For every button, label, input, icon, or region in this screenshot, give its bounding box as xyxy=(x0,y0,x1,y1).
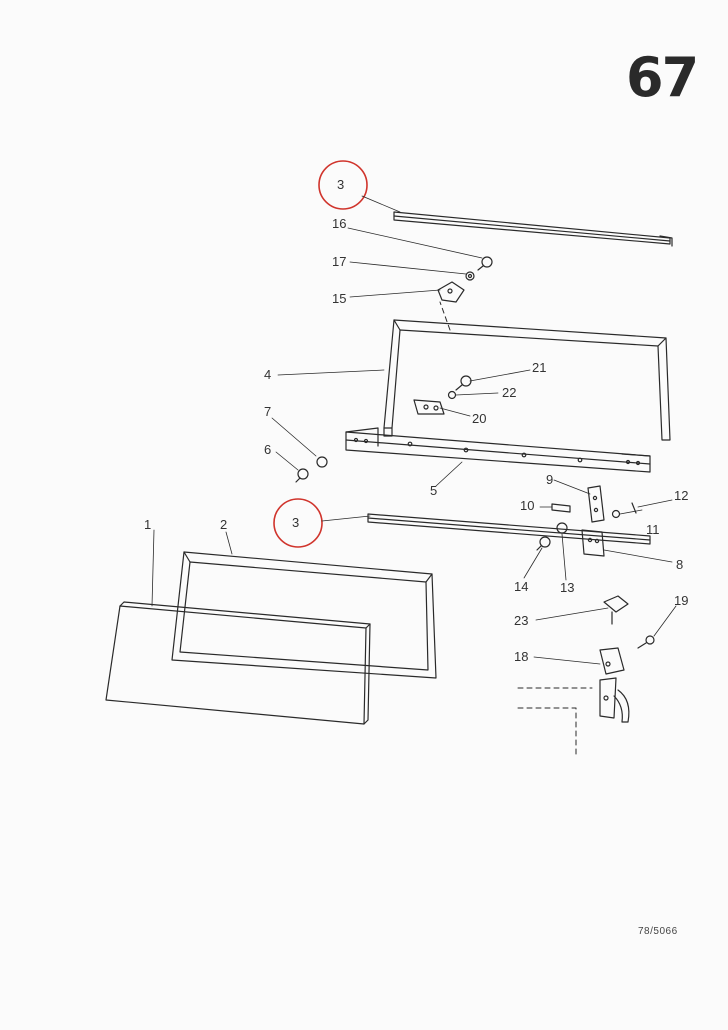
part-22-washer xyxy=(447,390,457,400)
part-16-screw xyxy=(477,256,493,271)
page-number: 67 xyxy=(626,46,699,109)
callout-15: 15 xyxy=(332,291,347,306)
callout-8: 8 xyxy=(676,557,684,572)
callout-2: 2 xyxy=(220,517,228,532)
part-17-washer xyxy=(465,271,475,281)
part-13-nut xyxy=(556,522,568,534)
callout-3-mid: 3 xyxy=(292,515,300,530)
part-10-pin xyxy=(551,503,571,513)
callout-12: 12 xyxy=(674,488,689,503)
part-20-bracket xyxy=(413,399,445,415)
callout-17: 17 xyxy=(332,254,347,269)
highlight-circle-top xyxy=(318,160,368,210)
part-3-top-rail xyxy=(393,211,673,247)
part-8-hinge-plate xyxy=(581,529,605,557)
highlight-circle-mid xyxy=(273,498,323,548)
phantom-lines xyxy=(439,301,593,757)
part-3-middle-rail xyxy=(367,513,651,545)
part-5-rail xyxy=(345,427,651,473)
part-2-frame xyxy=(171,551,437,679)
callout-16: 16 xyxy=(332,216,347,231)
part-4-frame xyxy=(383,319,671,441)
callout-11: 11 xyxy=(646,522,660,537)
drawing-reference: 78/5066 xyxy=(638,926,678,937)
callout-22: 22 xyxy=(502,385,517,400)
part-11-washer xyxy=(611,509,621,519)
callout-13: 13 xyxy=(560,580,575,595)
callout-23: 23 xyxy=(514,613,529,628)
callout-14: 14 xyxy=(514,579,529,594)
part-9-hinge xyxy=(587,485,605,523)
callout-1: 1 xyxy=(144,517,152,532)
part-23-knob xyxy=(603,595,629,625)
part-18-latch xyxy=(599,647,630,723)
callout-9: 9 xyxy=(546,472,554,487)
callout-10: 10 xyxy=(520,498,535,513)
part-15-clip xyxy=(437,281,465,303)
part-6-bolt xyxy=(295,468,309,483)
callout-19: 19 xyxy=(674,593,689,608)
callout-20: 20 xyxy=(472,411,487,426)
part-14-bolt xyxy=(536,536,551,551)
callout-5: 5 xyxy=(430,483,438,498)
callout-6: 6 xyxy=(264,442,272,457)
callout-4: 4 xyxy=(264,367,272,382)
callout-3-top: 3 xyxy=(337,177,345,192)
part-19-screw xyxy=(637,635,655,649)
leader-lines xyxy=(151,195,677,665)
callout-21: 21 xyxy=(532,360,547,375)
callout-18: 18 xyxy=(514,649,529,664)
part-7-nut xyxy=(316,456,328,468)
callout-7: 7 xyxy=(264,404,272,419)
part-1-glass-pane xyxy=(105,601,371,725)
part-21-screw xyxy=(455,375,472,391)
